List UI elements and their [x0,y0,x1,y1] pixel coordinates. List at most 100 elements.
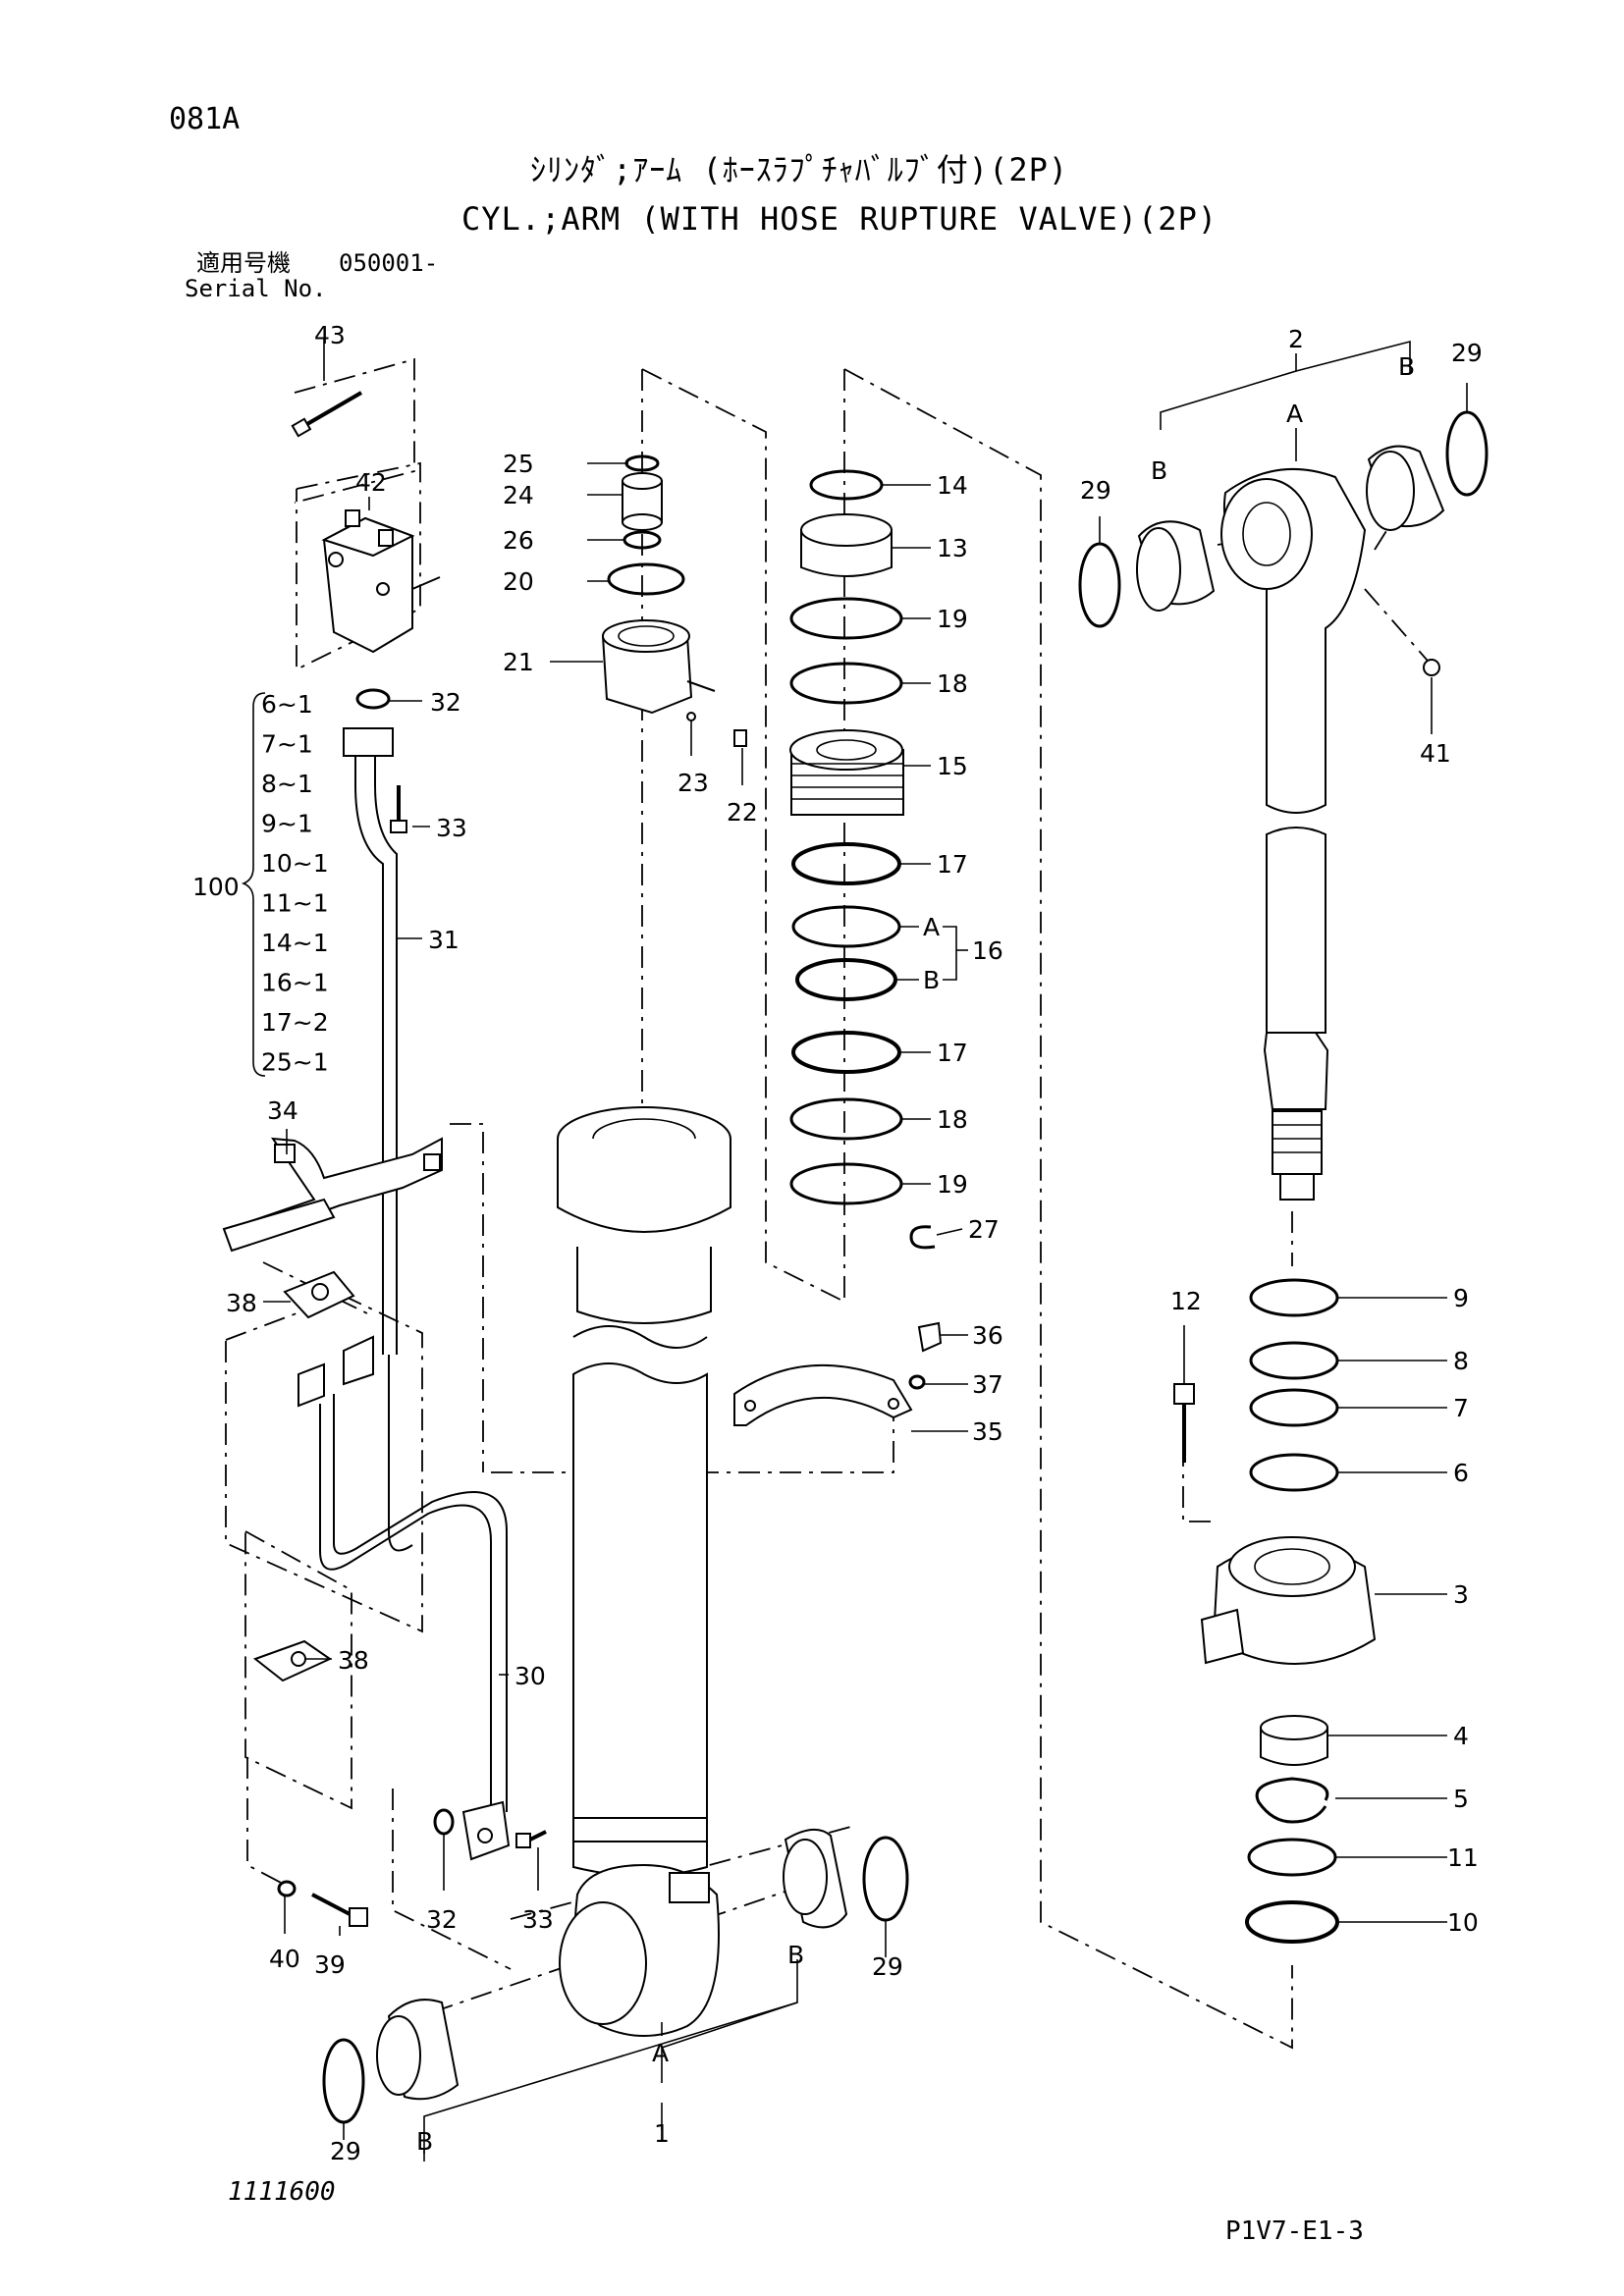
callout-13: 13 [937,534,968,562]
callout-14: 14 [937,471,968,500]
group-100-item: 25~1 [261,1048,329,1077]
letter-b-bottom-left: B [416,2127,433,2156]
callout-27: 27 [968,1215,1000,1244]
callout-35: 35 [972,1417,1003,1446]
callout-36: 36 [972,1321,1003,1350]
part-30-pipe [298,1335,508,1812]
part-4-bushing [1260,1715,1328,1766]
callout-20: 20 [503,567,534,596]
part-14-ring [809,469,884,501]
part-29-bushing-right [783,1829,848,1929]
callout-24: 24 [503,481,534,509]
letter-b-bottom-right: B [787,1941,804,1969]
part-43-bolt [291,391,363,438]
callout-31: 31 [428,926,460,954]
part-5-snap-ring [1255,1777,1329,1824]
callout-18-upper: 18 [937,669,968,698]
part-40-washer [277,1880,297,1897]
leader-lines [241,338,1468,2162]
serial-value: 050001- [339,249,439,277]
title-japanese: ｼﾘﾝﾀﾞ;ｱｰﾑ (ﾎｰｽﾗﾌﾟﾁｬﾊﾞﾙﾌﾞ付)(2P) [530,151,1069,188]
part-32-oring-upper [355,688,391,710]
part-18-ring-lower [789,1097,903,1141]
part-35-clamp [733,1363,913,1426]
part-12-bolt [1173,1383,1195,1463]
part-38-clamp-lower [252,1639,333,1682]
part-24-bushing [622,472,663,531]
callout-11: 11 [1447,1843,1479,1872]
callout-42: 42 [355,468,387,497]
letter-a-top: A [1286,400,1303,428]
callout-12: 12 [1170,1287,1202,1315]
part-33-bolt-lower [515,1830,547,1848]
callout-33-upper: 33 [436,814,467,842]
group-100-item: 10~1 [261,849,329,878]
part-34-bracket [222,1137,443,1253]
part-29-ring-left [322,2038,365,2124]
callout-21: 21 [503,648,534,676]
callout-5: 5 [1453,1785,1469,1813]
group-100-item: 8~1 [261,770,313,798]
page-code: 081A [169,102,241,136]
part-16a-ring [791,905,901,948]
letter-b-top-left: B [1151,456,1167,485]
part-2-rod [1220,468,1367,1201]
part-36-bolt [917,1321,943,1353]
part-41-grease-fitting [1423,659,1440,676]
part-29-ring-right [862,1836,909,1922]
part-29-bushing-left [376,1999,460,2101]
part-29-ring-top-left [1078,542,1121,628]
serial-label-jp: 適用号機 [196,249,291,277]
callout-22: 22 [727,798,758,827]
callout-labels: 43 42 32 33 31 34 38 38 30 32 33 40 39 2… [192,321,1483,2165]
callout-32-upper: 32 [430,688,461,717]
group-100-item: 7~1 [261,730,313,759]
part-11-ring [1247,1838,1337,1877]
part-31-pipe [343,727,398,1355]
part-38-clamp-upper [283,1270,355,1319]
callout-39: 39 [314,1950,346,1979]
group-100-item: 11~1 [261,889,329,918]
callout-29-top-left: 29 [1080,476,1111,505]
callout-10: 10 [1447,1908,1479,1937]
title-english: CYL.;ARM (WITH HOSE RUPTURE VALVE)(2P) [461,200,1218,238]
callout-3: 3 [1453,1580,1469,1609]
callout-37: 37 [972,1370,1003,1399]
part-37-washer [908,1374,926,1390]
part-1-cylinder-tube [557,1106,731,2037]
callout-41: 41 [1420,739,1451,768]
callout-26: 26 [503,526,534,555]
part-20-oring [607,562,685,596]
part-30-flange [461,1800,511,1861]
callout-4: 4 [1453,1722,1469,1750]
callout-29-bottom-right: 29 [872,1952,903,1981]
part-10-seal [1245,1900,1339,1944]
group-100-item: 14~1 [261,929,329,957]
letter-a-bottom: A [652,2039,669,2067]
group-label-100: 100 [192,873,240,901]
group-100-item: 16~1 [261,969,329,997]
callout-15: 15 [937,752,968,780]
callout-29-top-right: 29 [1451,339,1483,367]
part-17-seal-lower [791,1031,901,1074]
letter-16-a: A [923,913,940,941]
callout-17-upper: 17 [937,850,968,879]
part-18-ring-upper [789,662,903,705]
callout-6: 6 [1453,1459,1469,1487]
callout-38-upper: 38 [226,1289,257,1317]
part-32-oring-lower [433,1808,455,1836]
callout-1: 1 [654,2119,670,2148]
group-100-item: 9~1 [261,810,313,838]
part-19-ring-lower [789,1162,903,1205]
part-9-ring [1249,1278,1339,1317]
letter-16-b: B [923,966,940,994]
callout-23: 23 [677,769,709,797]
group-100-item-list: 6~17~18~19~110~111~114~116~117~225~1 [261,690,329,1077]
part-13-bushing [800,513,893,577]
part-42-valve [321,509,441,654]
part-16b-ring [795,958,897,1001]
part-19-ring-upper [789,597,903,640]
callout-18-lower: 18 [937,1105,968,1134]
callout-30: 30 [514,1662,546,1690]
